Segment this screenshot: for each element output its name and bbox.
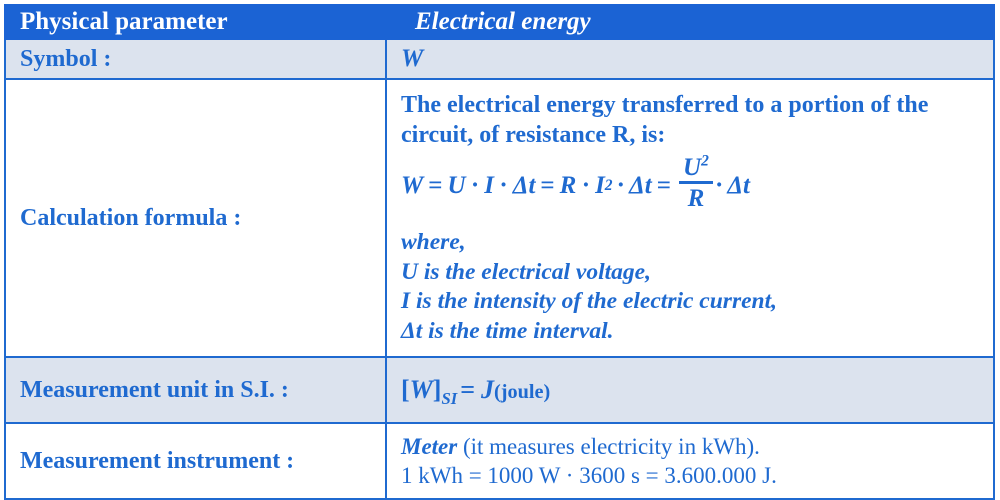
where-line-voltage: U is the electrical voltage, bbox=[401, 258, 651, 285]
si-close-bracket: ] bbox=[432, 375, 442, 404]
equation-term-1: U · I · Δt bbox=[447, 172, 536, 200]
row-value-instrument: Meter (it measures electricity in kWh). … bbox=[385, 422, 995, 500]
instrument-description: (it measures electricity in kWh). bbox=[457, 433, 760, 459]
si-open-bracket: [ bbox=[401, 375, 410, 404]
table-row-si-unit: Measurement unit in S.I. : [W]SI=J(joule… bbox=[4, 356, 995, 424]
si-equals: = bbox=[460, 375, 476, 404]
equation-fraction-tail: · Δt bbox=[715, 172, 751, 200]
table-row-calculation-formula: Calculation formula : The electrical ene… bbox=[4, 78, 995, 358]
equation-equals-3: = bbox=[656, 172, 671, 200]
row-value-symbol: W bbox=[385, 38, 995, 80]
formula-block: The electrical energy transferred to a p… bbox=[401, 87, 985, 348]
where-label: where, bbox=[401, 229, 466, 256]
row-label-calculation-formula-text: Calculation formula : bbox=[20, 204, 242, 231]
si-unit-formula: [W]SI=J(joule) bbox=[401, 375, 985, 408]
symbol-value-text: W bbox=[401, 44, 424, 72]
row-value-si-unit: [W]SI=J(joule) bbox=[385, 356, 995, 424]
si-unit-symbol: J bbox=[481, 375, 495, 404]
equation-fraction: U2 R bbox=[679, 152, 713, 212]
instrument-block: Meter (it measures electricity in kWh). … bbox=[401, 432, 985, 491]
row-label-si-unit: Measurement unit in S.I. : bbox=[4, 356, 387, 424]
instrument-name: Meter bbox=[401, 433, 458, 459]
row-label-symbol-text: Symbol : bbox=[20, 45, 112, 72]
si-subscript: SI bbox=[441, 389, 458, 409]
si-quantity: W bbox=[409, 375, 433, 404]
row-label-calculation-formula: Calculation formula : bbox=[4, 78, 387, 358]
energy-equation: W = U · I · Δt = R · I 2 · Δt = U2 R · Δt bbox=[401, 152, 751, 212]
table-header-row: Physical parameter Electrical energy bbox=[4, 4, 995, 40]
si-unit-name: (joule) bbox=[494, 381, 551, 403]
row-label-instrument: Measurement instrument : bbox=[4, 422, 387, 500]
physical-parameter-table: Physical parameter Electrical energy Sym… bbox=[4, 4, 995, 500]
where-line-current: I is the intensity of the electric curre… bbox=[401, 288, 777, 315]
equation-lhs: W bbox=[401, 172, 424, 200]
fraction-denominator: R bbox=[679, 180, 713, 212]
equation-equals-1: = bbox=[428, 172, 443, 200]
instrument-conversion: 1 kWh = 1000 W · 3600 s = 3.600.000 J. bbox=[401, 463, 777, 488]
equation-term-2-tail: · Δt bbox=[617, 172, 652, 200]
header-cell-parameter: Physical parameter bbox=[4, 4, 387, 40]
row-value-calculation-formula: The electrical energy transferred to a p… bbox=[385, 78, 995, 358]
header-label-physical-parameter: Physical parameter bbox=[20, 7, 228, 35]
instrument-name-line: Meter (it measures electricity in kWh). bbox=[401, 432, 985, 461]
where-definitions: where, U is the electrical voltage, I is… bbox=[401, 228, 985, 346]
equation-equals-2: = bbox=[540, 172, 555, 200]
header-label-electrical-energy: Electrical energy bbox=[415, 7, 591, 35]
row-label-symbol: Symbol : bbox=[4, 38, 387, 80]
fraction-numerator-wrap: U2 bbox=[679, 152, 713, 181]
header-cell-quantity: Electrical energy bbox=[385, 4, 995, 40]
fraction-numerator-exponent: 2 bbox=[701, 152, 709, 170]
table-row-instrument: Measurement instrument : Meter (it measu… bbox=[4, 422, 995, 500]
fraction-numerator: U bbox=[683, 153, 702, 181]
row-label-si-unit-text: Measurement unit in S.I. : bbox=[20, 376, 289, 403]
table-row-symbol: Symbol : W bbox=[4, 38, 995, 80]
row-label-instrument-text: Measurement instrument : bbox=[20, 447, 295, 474]
equation-term-2-base: R · I bbox=[559, 172, 605, 200]
formula-intro-text: The electrical energy transferred to a p… bbox=[401, 92, 929, 148]
where-line-time: Δt is the time interval. bbox=[401, 318, 614, 344]
